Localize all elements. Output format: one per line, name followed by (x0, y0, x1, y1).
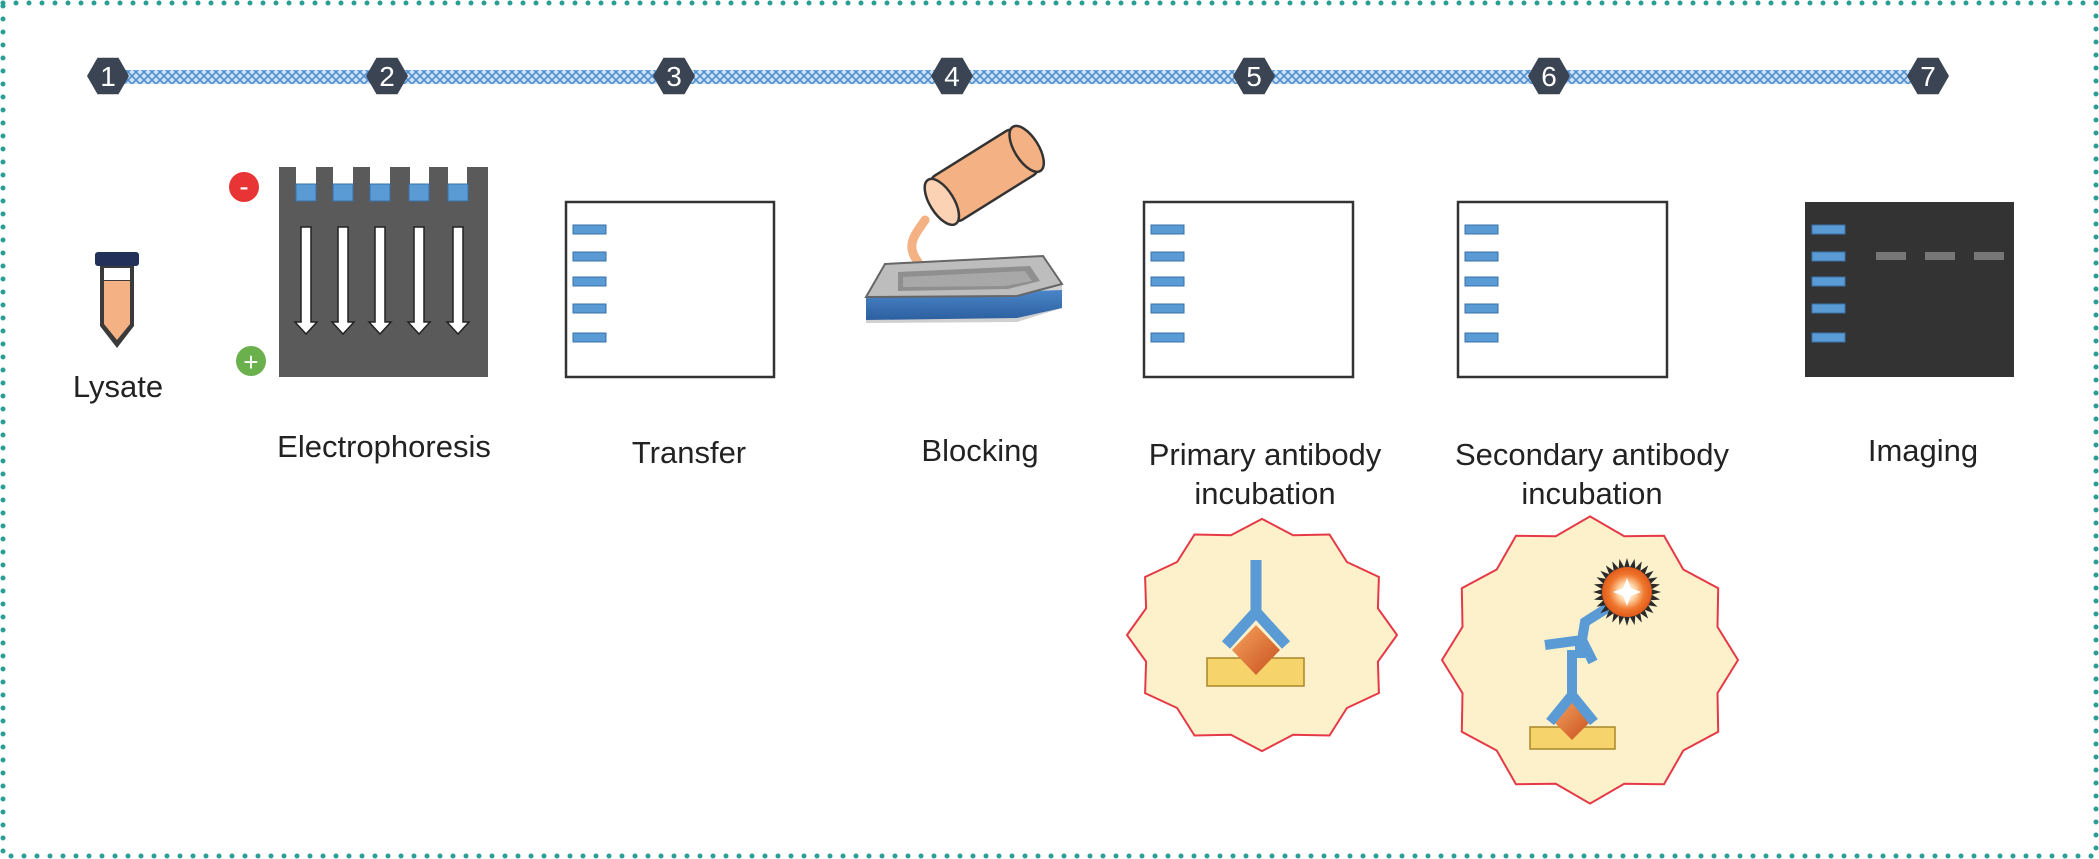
secondary-label-line1: Secondary antibody (1455, 437, 1730, 472)
step-marker-5: 5 (1233, 57, 1275, 95)
primary-membrane-icon (1142, 200, 1355, 379)
step-marker-3: 3 (653, 57, 695, 95)
blocking-tray-icon (864, 124, 1064, 323)
electrophoresis-label: Electrophoresis (277, 429, 491, 464)
negative-electrode: - (229, 171, 259, 202)
positive-electrode: + (236, 346, 266, 377)
step-marker-number: 4 (944, 61, 960, 92)
imaging-blot-icon (1805, 202, 2014, 377)
step-marker-number: 7 (1920, 61, 1936, 92)
step-marker-4: 4 (931, 57, 973, 95)
secondary-label-line2: incubation (1521, 476, 1662, 511)
step-marker-number: 2 (379, 61, 395, 92)
step-marker-number: 6 (1541, 61, 1557, 92)
primary-label-line2: incubation (1194, 476, 1335, 511)
blocking-label: Blocking (921, 433, 1038, 468)
svg-text:-: - (239, 171, 248, 202)
step-marker-1: 1 (87, 57, 129, 95)
step-marker-2: 2 (366, 57, 408, 95)
step-marker-number: 1 (100, 61, 116, 92)
step-marker-6: 6 (1528, 57, 1570, 95)
timeline-rope (108, 70, 1928, 84)
imaging-label: Imaging (1868, 433, 1978, 468)
timeline-markers: 1 2 3 4 5 6 7 (87, 57, 1949, 95)
step-marker-7: 7 (1907, 57, 1949, 95)
transfer-label: Transfer (632, 435, 746, 470)
primary-label-line1: Primary antibody (1149, 437, 1382, 472)
svg-text:+: + (243, 347, 258, 377)
membrane-icon (564, 200, 776, 379)
step-marker-number: 3 (666, 61, 682, 92)
gel-electrophoresis-icon (279, 167, 488, 377)
primary-antibody-icon (1125, 517, 1399, 753)
step-marker-number: 5 (1246, 61, 1262, 92)
timeline: 1 2 3 4 5 6 7 (87, 57, 1949, 95)
lysate-tube-icon (95, 252, 139, 348)
secondary-antibody-icon (1440, 515, 1740, 805)
secondary-membrane-icon (1456, 200, 1669, 379)
lysate-label: Lysate (73, 369, 163, 404)
